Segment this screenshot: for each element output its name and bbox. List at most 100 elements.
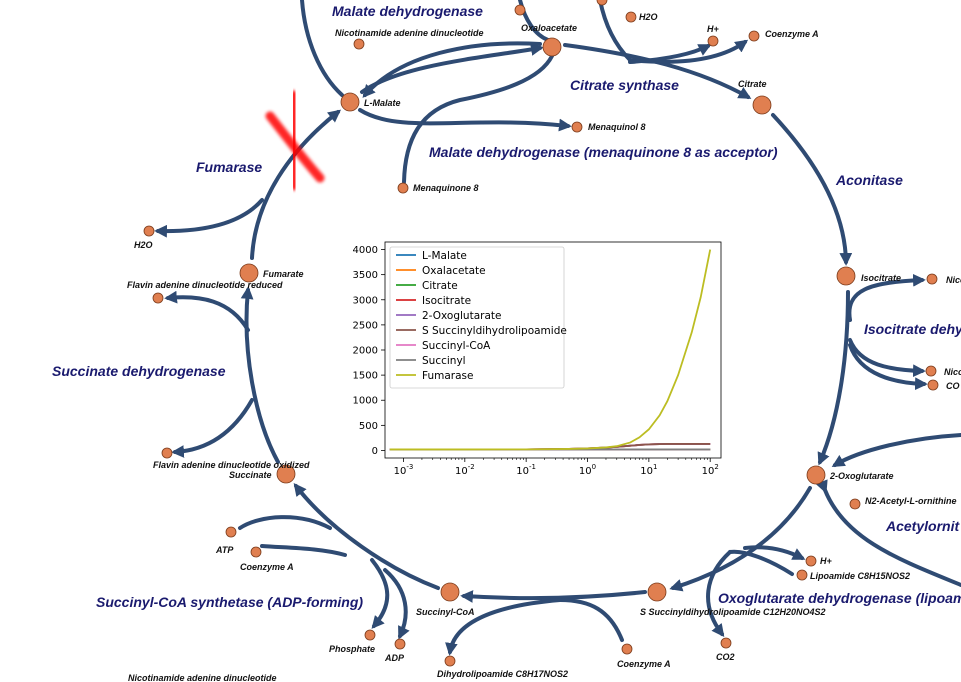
enzyme-malate-dh-menaquinone[interactable]: Malate dehydrogenase (menaquinone 8 as a… <box>429 144 778 160</box>
arrow-to-nic-right1 <box>847 273 926 322</box>
label-nic-right2: Nico <box>944 367 961 377</box>
y-tick-label: 500 <box>359 421 378 432</box>
node-ssuccinyl[interactable] <box>647 582 667 602</box>
enzyme-citrate-synthase[interactable]: Citrate synthase <box>570 77 679 93</box>
x-tick-label: 101 <box>640 463 657 477</box>
enzyme-malate-dehydrogenase[interactable]: Malate dehydrogenase <box>332 3 483 19</box>
y-tick-label: 1000 <box>353 396 378 407</box>
legend-entry: Isocitrate <box>422 295 471 307</box>
arrow-to-fadh <box>164 290 250 332</box>
label-menaquinone: Menaquinone 8 <box>413 183 479 193</box>
node-citrate[interactable] <box>752 95 772 115</box>
node-coa-left[interactable] <box>250 546 262 558</box>
node-fad[interactable] <box>161 447 173 459</box>
label-lmalate: L-Malate <box>364 98 401 108</box>
node-fumarate[interactable] <box>239 263 259 283</box>
label-oxaloacetate-top: Oxaloacetate <box>521 23 577 33</box>
label-fumarate: Fumarate <box>263 269 304 279</box>
node-h2o-top[interactable] <box>625 11 637 23</box>
node-nic-right2[interactable] <box>925 365 937 377</box>
arrow-to-citrate <box>563 43 752 99</box>
x-tick-label: 10-3 <box>394 463 414 477</box>
arrow-menaquinone-up <box>402 54 554 184</box>
arrow-to-co2-bottom <box>706 550 732 638</box>
arrow-isocitrate-to-oxoglutarate <box>817 290 850 466</box>
arrow-citrate-to-isocitrate <box>771 113 853 266</box>
legend-entry: S Succinyldihydrolipoamide <box>422 325 567 337</box>
node-lmalate[interactable] <box>340 92 360 112</box>
label-co2-right: CO <box>946 381 960 391</box>
enzyme-oxoglutarate-dh[interactable]: Oxoglutarate dehydrogenase (lipoam <box>718 590 961 606</box>
node-nad-top[interactable] <box>353 38 365 50</box>
node-atp[interactable] <box>225 526 237 538</box>
node-oxoglutarate[interactable] <box>806 465 826 485</box>
node-phosphate[interactable] <box>364 629 376 641</box>
enzyme-fumarase[interactable]: Fumarase <box>196 159 262 175</box>
node-dihydrolipoamide[interactable] <box>444 655 456 667</box>
node-lipoamide[interactable] <box>796 569 808 581</box>
node-oxaloacetate-top[interactable] <box>514 4 526 16</box>
enzyme-isocitrate-dh[interactable]: Isocitrate dehy <box>864 321 961 337</box>
arrow-to-fad <box>171 398 254 458</box>
arrow-lipoamide-in <box>728 549 794 576</box>
enzyme-acetylornithine[interactable]: Acetylornit <box>885 518 960 534</box>
node-n2-acetyl[interactable] <box>849 498 861 510</box>
node-oxaloacetate[interactable] <box>542 37 562 57</box>
legend-entry: Oxalacetate <box>422 265 486 277</box>
node-nic-right1[interactable] <box>926 273 938 285</box>
label-succinylcoa: Succinyl-CoA <box>416 607 475 617</box>
arrow-to-oxoglutarate-right <box>831 433 961 467</box>
label-nic-right1: Nico <box>946 275 961 285</box>
y-tick-label: 4000 <box>353 245 378 256</box>
metabolite-nodes <box>143 0 939 667</box>
chart-legend: L-MalateOxalacetateCitrateIsocitrate2-Ox… <box>389 246 567 389</box>
node-coa-top[interactable] <box>748 30 760 42</box>
arrow-lmalate-to-menaquinol <box>358 108 572 132</box>
enzyme-aconitase[interactable]: Aconitase <box>835 172 903 188</box>
arrow-from-top <box>518 0 550 42</box>
enzyme-succinate-dh[interactable]: Succinate dehydrogenase <box>52 363 226 379</box>
node-succinate[interactable] <box>276 464 296 484</box>
label-coa-top: Coenzyme A <box>765 29 819 39</box>
label-n2-acetyl: N2-Acetyl-L-ornithine <box>865 496 957 506</box>
node-co2-right[interactable] <box>927 379 939 391</box>
enzyme-succinyl-coa-synthetase[interactable]: Succinyl-CoA synthetase (ADP-forming) <box>96 594 363 610</box>
legend-entry: Succinyl <box>422 355 466 367</box>
label-h2o-left: H2O <box>134 240 153 250</box>
arrow-to-hplus <box>628 44 712 64</box>
chart-series-lines <box>389 249 712 451</box>
y-tick-label: 3500 <box>353 270 378 281</box>
label-citrate: Citrate <box>738 79 767 89</box>
series-line-fumarase <box>389 249 712 451</box>
x-tick-label: 10-2 <box>455 463 475 477</box>
node-water-top-0[interactable] <box>596 0 608 6</box>
arrow-succinylcoa-to-succinate <box>293 482 440 590</box>
label-hplus-top: H+ <box>707 24 719 34</box>
node-succinylcoa[interactable] <box>440 582 460 602</box>
legend-entry: Succinyl-CoA <box>422 340 491 352</box>
node-hplus-bottom[interactable] <box>805 555 817 567</box>
node-fadh[interactable] <box>152 292 164 304</box>
label-atp: ATP <box>215 545 234 555</box>
y-tick-label: 2500 <box>353 320 378 331</box>
label-phosphate: Phosphate <box>329 644 375 654</box>
label-nad-top: Nicotinamide adenine dinucleotide <box>335 28 484 38</box>
node-menaquinol[interactable] <box>571 121 583 133</box>
node-co2-bottom[interactable] <box>720 637 732 649</box>
label-ssuccinyl: S Succinyldihydrolipoamide C12H20NO4S2 <box>640 607 826 617</box>
y-tick-label: 2000 <box>353 346 378 357</box>
metabolite-labels: Oxaloacetate H2O Nicotinamide adenine di… <box>127 12 961 682</box>
node-hplus-top[interactable] <box>707 35 719 47</box>
arrow-acetylornithine <box>815 479 961 587</box>
arrow-oxaloacetate-to-nad <box>362 41 542 98</box>
label-lipoamide: Lipoamide C8H15NOS2 <box>810 571 910 581</box>
node-menaquinone[interactable] <box>397 182 409 194</box>
node-coa-bottom[interactable] <box>621 643 633 655</box>
legend-box <box>389 246 565 389</box>
arrow-fumarate-to-lmalate <box>250 109 342 260</box>
node-adp[interactable] <box>394 638 406 650</box>
node-h2o-left[interactable] <box>143 225 155 237</box>
node-isocitrate[interactable] <box>836 266 856 286</box>
red-x-knockout-icon <box>265 90 325 191</box>
